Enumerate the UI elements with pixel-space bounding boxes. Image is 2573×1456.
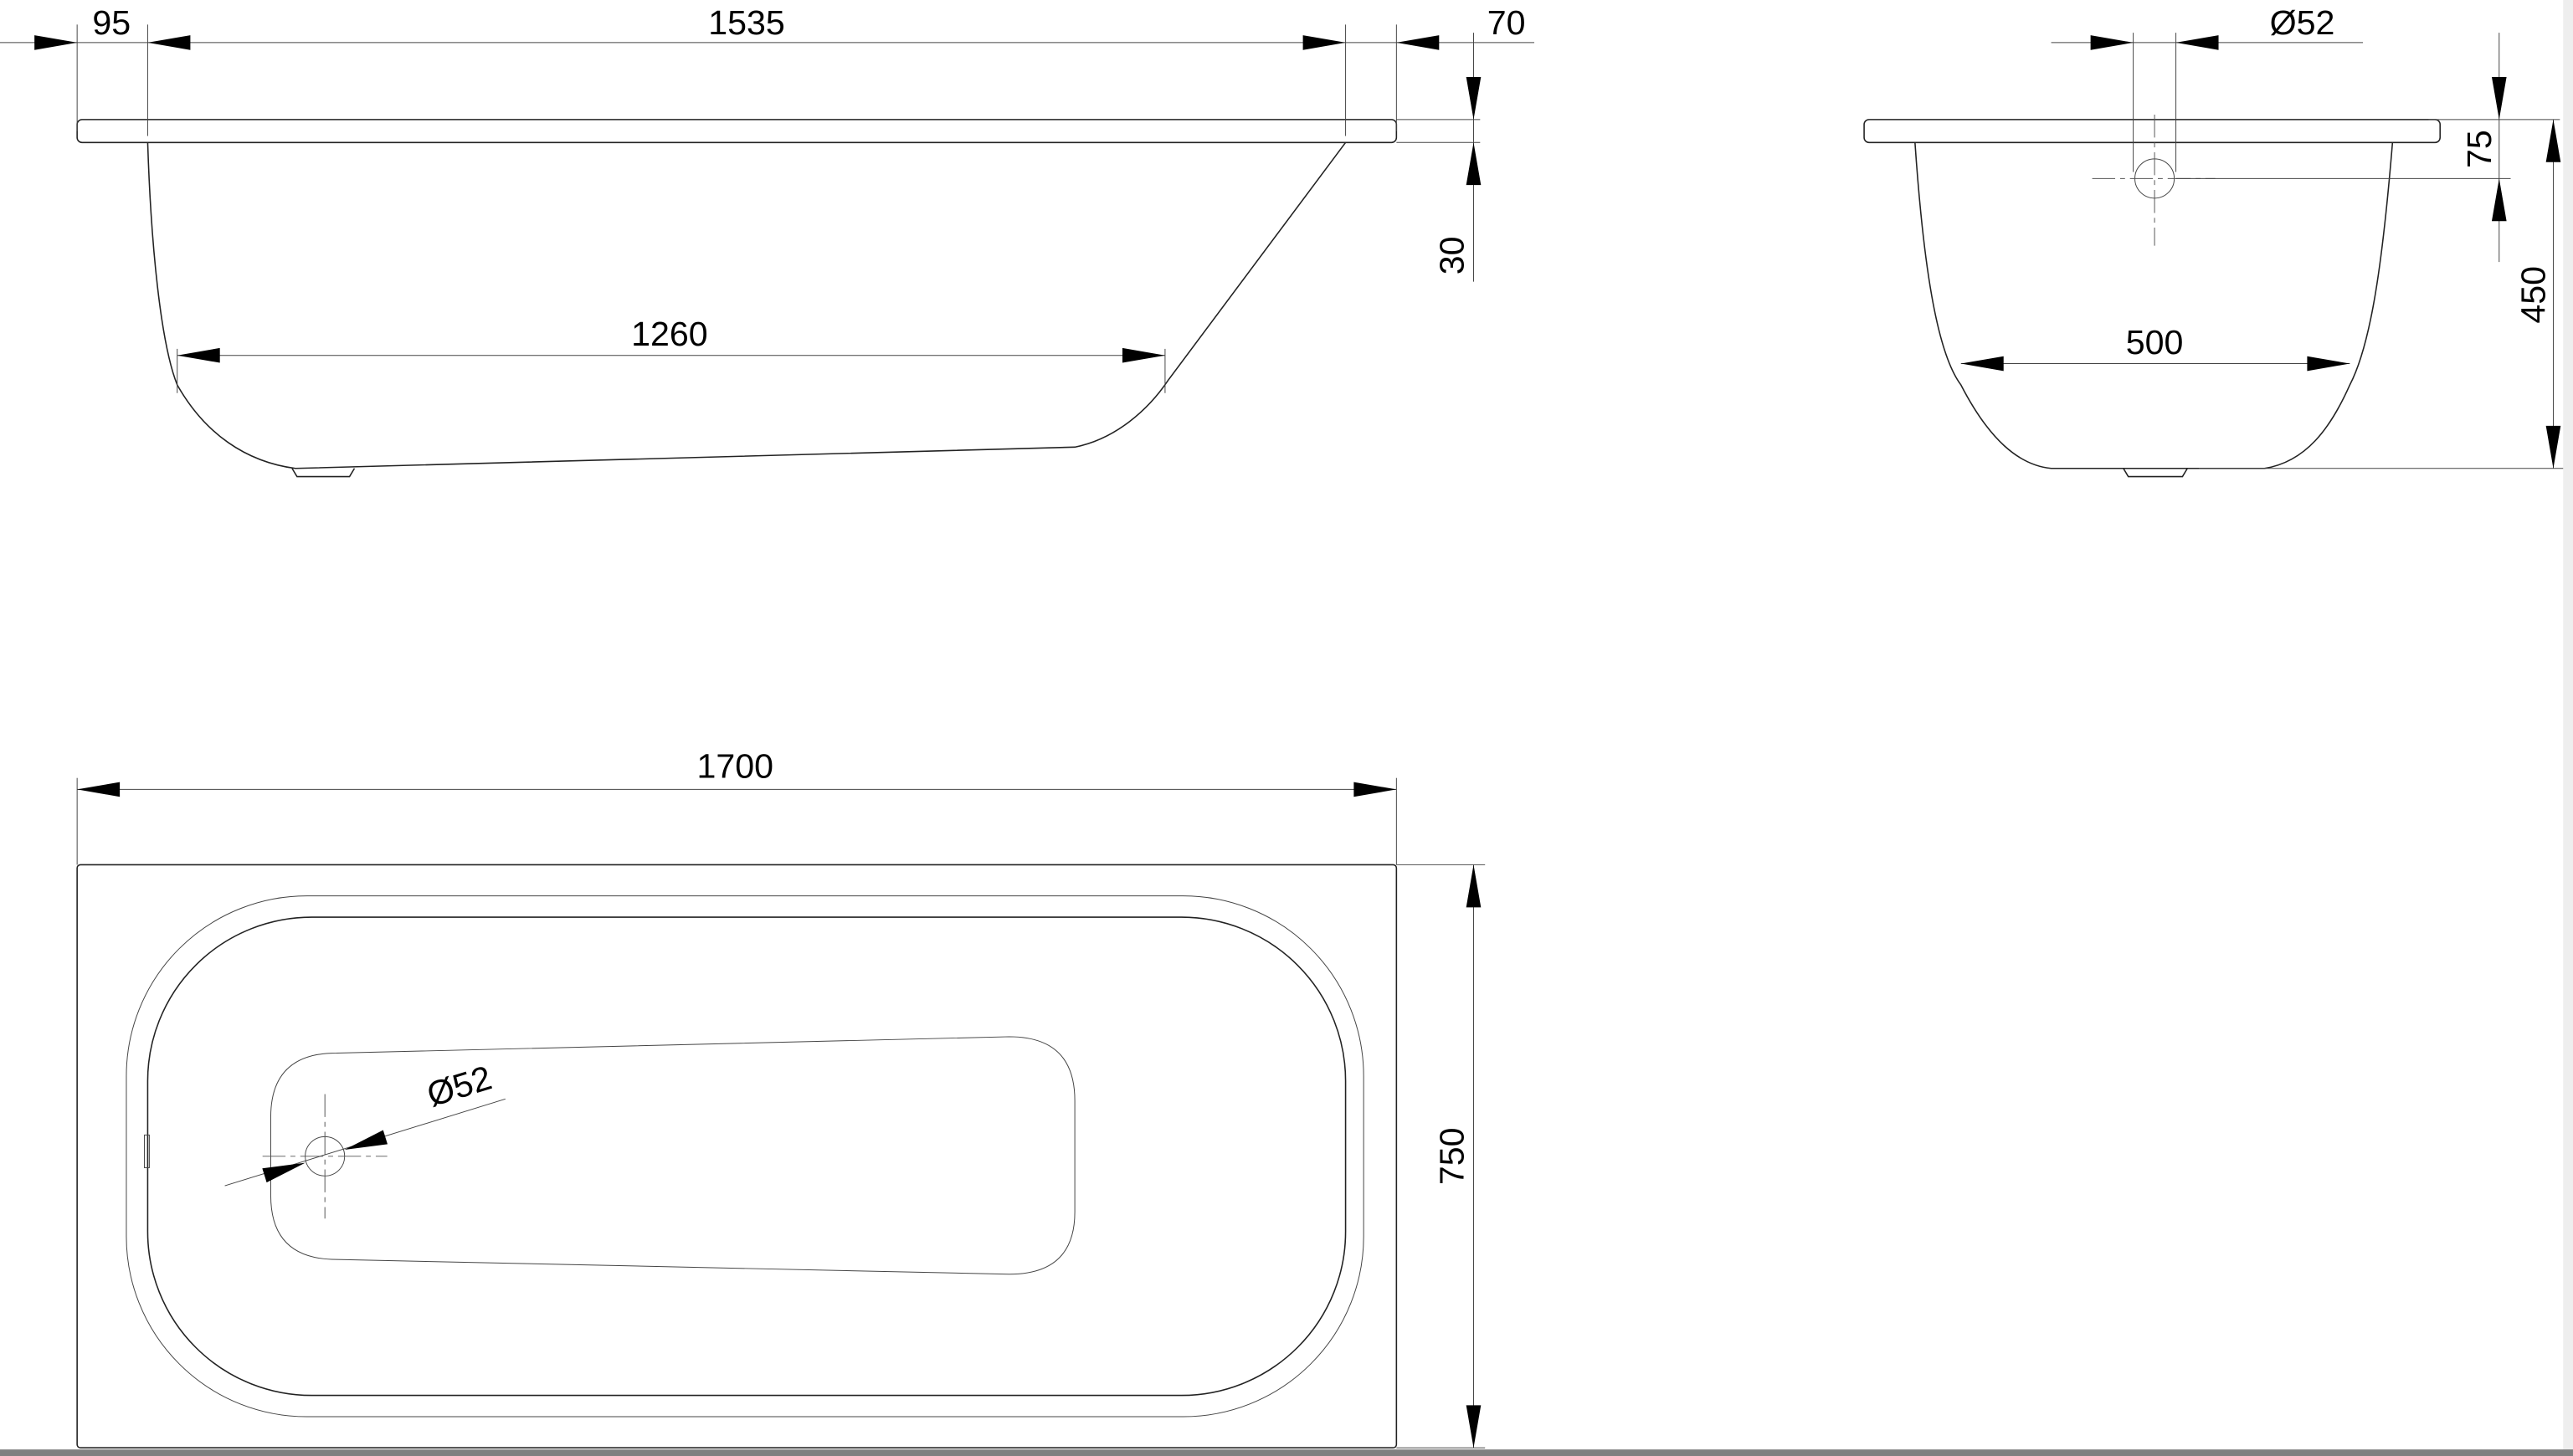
dimension-arrowhead — [2545, 119, 2561, 162]
end-body — [1914, 142, 2394, 469]
bottom-scrollbar[interactable] — [0, 1449, 2573, 1456]
dim-1700: 1700 — [696, 747, 773, 786]
dimension-arrowhead — [344, 1130, 388, 1150]
end-foot — [2123, 468, 2188, 478]
end-rim — [1863, 119, 2441, 144]
dimension-arrowhead — [1960, 356, 2004, 372]
right-border — [2563, 0, 2573, 1456]
dim-1535: 1535 — [708, 3, 785, 42]
dimension-arrows — [34, 35, 2561, 1448]
dimension-arrowhead — [1396, 35, 1440, 50]
end-view: Ø52 75 450 500 — [1863, 3, 2564, 478]
top-outline — [76, 864, 1398, 1448]
dimension-arrowhead — [2491, 76, 2507, 120]
dim-1260: 1260 — [631, 315, 708, 353]
side-view: 95 1535 70 30 1260 — [0, 3, 1535, 478]
dimension-arrowhead — [262, 1162, 306, 1183]
dimension-arrowhead — [1353, 782, 1397, 797]
dimension-arrowhead — [147, 35, 191, 50]
dimension-arrowhead — [34, 35, 78, 50]
top-rim-inner — [126, 895, 1364, 1418]
top-view: 1700 750 Ø52 — [76, 747, 1486, 1448]
dimension-arrowhead — [77, 782, 121, 797]
dimension-arrowhead — [1466, 142, 1482, 186]
dimension-arrowhead — [177, 347, 220, 363]
dim-end-o52: Ø52 — [2270, 3, 2335, 42]
dim-500: 500 — [2126, 323, 2184, 361]
overflow-mark — [144, 1134, 150, 1169]
top-floor — [270, 1036, 1076, 1275]
dim-75: 75 — [2460, 130, 2499, 168]
dimension-arrowhead — [1122, 347, 1165, 363]
side-body — [146, 141, 1347, 469]
dimension-arrowhead — [2545, 425, 2561, 469]
dimension-arrowhead — [2491, 178, 2507, 222]
dimension-arrowhead — [1466, 864, 1482, 908]
side-foot — [291, 468, 356, 478]
dimension-arrowhead — [1302, 35, 1346, 50]
dim-95: 95 — [92, 3, 131, 42]
dim-450: 450 — [2514, 266, 2553, 324]
dimension-arrowhead — [1466, 1405, 1482, 1448]
dimension-arrowhead — [2090, 35, 2134, 50]
dim-30: 30 — [1433, 236, 1471, 274]
top-basin — [146, 916, 1347, 1397]
dimension-arrowhead — [1466, 76, 1482, 120]
dim-70: 70 — [1487, 3, 1526, 42]
dim-750: 750 — [1433, 1128, 1471, 1186]
dimension-arrowhead — [2175, 35, 2219, 50]
dimension-arrowhead — [2307, 356, 2350, 372]
side-rim — [76, 119, 1398, 144]
